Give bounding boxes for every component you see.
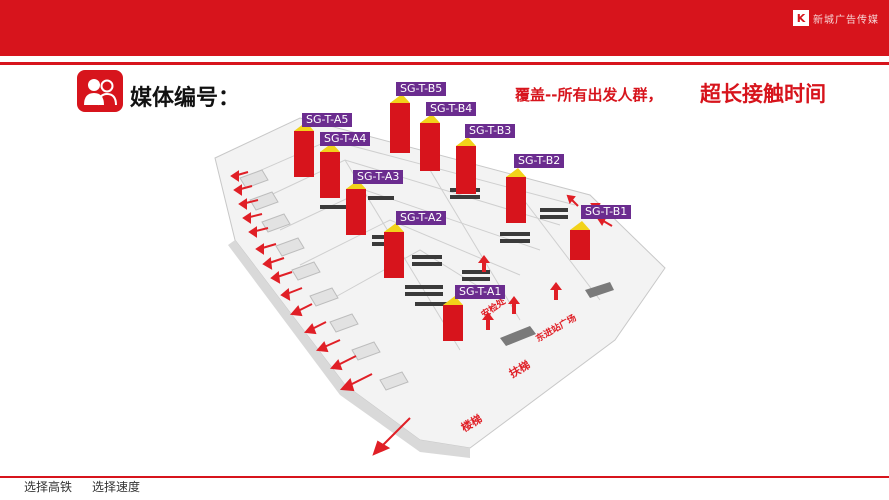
media-board-b4	[420, 114, 440, 171]
footer-link-speed[interactable]: 选择速度	[92, 480, 141, 494]
brand-mark: K	[793, 10, 809, 26]
media-boards	[294, 94, 590, 341]
coverage-text: 覆盖--所有出发人群，	[515, 86, 663, 104]
page-title: 媒体编号：	[130, 86, 241, 111]
footer-divider	[0, 476, 889, 478]
media-label-a3: SG-T-A3	[353, 170, 404, 184]
media-board-a4	[320, 143, 340, 198]
media-label-a1: SG-T-A1	[455, 285, 506, 299]
media-board-a1	[443, 296, 463, 341]
media-label-a5: SG-T-A5	[302, 113, 353, 127]
media-label-b4: SG-T-B4	[426, 102, 477, 116]
people-icon	[77, 70, 123, 112]
media-board-a2	[384, 223, 404, 278]
media-label-a2: SG-T-A2	[396, 211, 447, 225]
media-label-b2: SG-T-B2	[514, 154, 565, 168]
media-label-b1: SG-T-B1	[581, 205, 632, 219]
media-board-a5	[294, 122, 314, 177]
brand-name: 新城广告传媒	[813, 14, 879, 26]
media-label-a4: SG-T-A4	[320, 132, 371, 146]
coverage-emphasis: 超长接触时间	[700, 82, 826, 106]
media-label-b5: SG-T-B5	[396, 82, 447, 96]
header-divider	[0, 62, 889, 65]
media-board-b5	[390, 94, 410, 153]
media-board-b1	[570, 221, 590, 260]
media-label-b3: SG-T-B3	[465, 124, 516, 138]
header-bar: K 新城广告传媒	[0, 0, 889, 56]
footer-link-rail[interactable]: 选择高铁	[24, 480, 73, 494]
media-board-b3	[456, 137, 476, 194]
media-board-a3	[346, 180, 366, 235]
media-board-b2	[506, 168, 526, 223]
brand-logo: K 新城广告传媒	[793, 10, 879, 26]
